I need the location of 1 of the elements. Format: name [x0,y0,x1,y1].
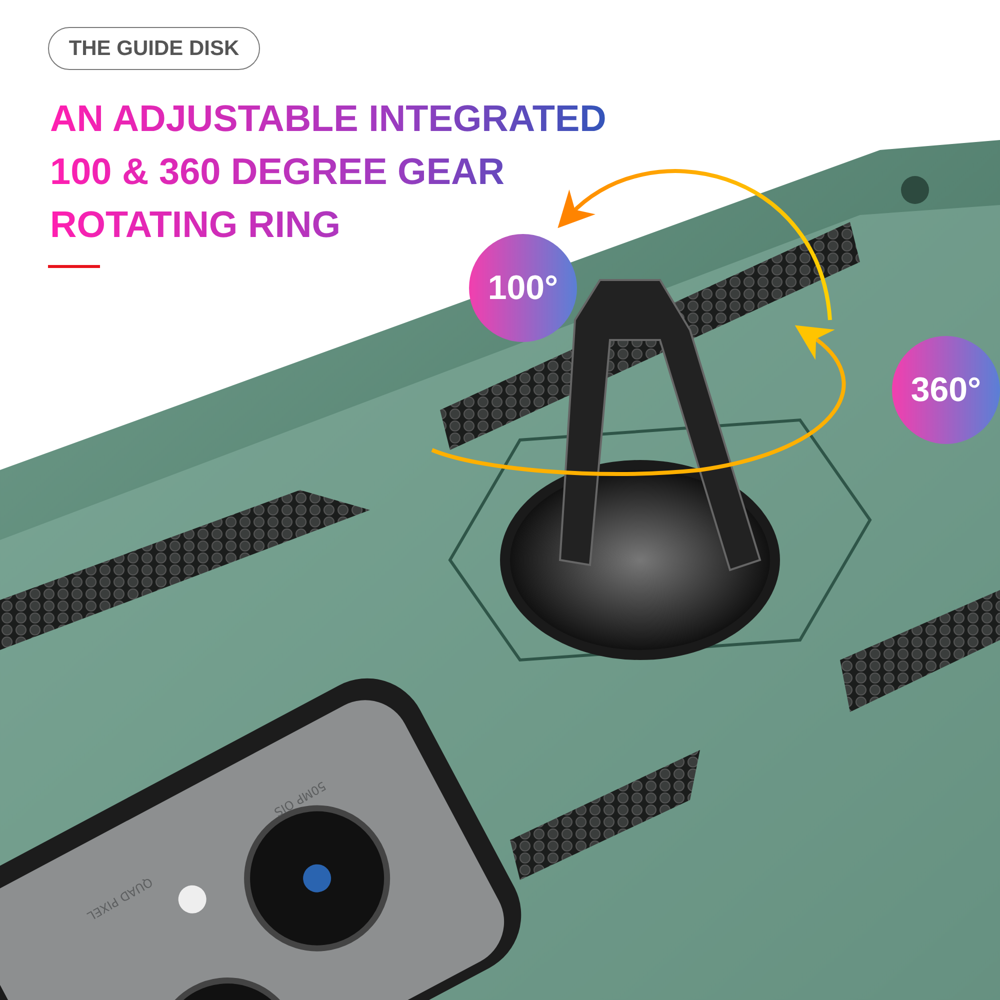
section-tag: THE GUIDE DISK [48,27,260,70]
